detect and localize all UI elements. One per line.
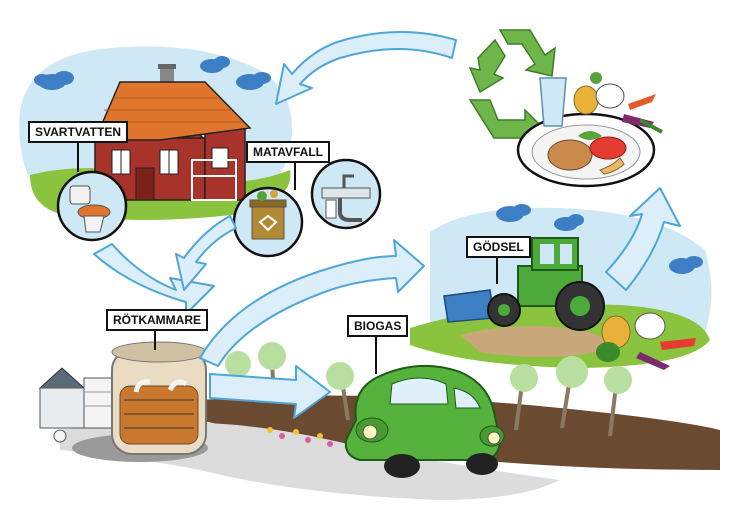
vegetables-icon xyxy=(573,72,663,134)
arrow-digester-to-field xyxy=(199,239,425,367)
flow-arrows xyxy=(93,31,681,419)
arrow-digester-to-car xyxy=(209,365,331,419)
glass-icon xyxy=(539,77,567,127)
flowers-icon xyxy=(267,427,333,447)
tree-icon xyxy=(326,362,354,421)
cloud-icon xyxy=(236,72,271,90)
cloud-icon xyxy=(496,204,531,222)
tree-icon xyxy=(604,366,632,437)
digester-tank-icon xyxy=(111,341,207,455)
compost-bin-icon xyxy=(232,186,304,258)
meal-plate-icon xyxy=(516,112,656,188)
house-icon xyxy=(93,64,252,201)
arrow-compost-to-digester xyxy=(175,215,237,291)
label-svartvatten: SVARTVATTEN xyxy=(28,121,128,143)
car-icon xyxy=(344,364,505,478)
cloud-icon xyxy=(669,256,703,274)
arrow-field-to-meal xyxy=(605,187,681,291)
arrow-house-to-digester xyxy=(93,243,215,315)
cloud-icon xyxy=(34,71,74,90)
cloud-icon xyxy=(200,56,230,73)
arrow-recycle-to-house xyxy=(275,31,457,105)
factory-icon xyxy=(38,367,115,443)
tractor-icon xyxy=(443,237,605,331)
tree-icon xyxy=(510,364,538,431)
label-biogas: BIOGAS xyxy=(347,315,409,337)
vegetables-icon xyxy=(596,312,696,370)
label-godsel: GÖDSEL xyxy=(466,236,531,258)
label-rotkammare: RÖTKAMMARE xyxy=(106,309,208,331)
toilet-icon xyxy=(56,170,128,242)
label-matavfall: MATAVFALL xyxy=(246,141,330,163)
cloud-icon xyxy=(554,214,584,231)
sink-icon xyxy=(310,158,382,230)
tree-icon xyxy=(556,356,588,429)
label-pointers xyxy=(77,140,498,374)
